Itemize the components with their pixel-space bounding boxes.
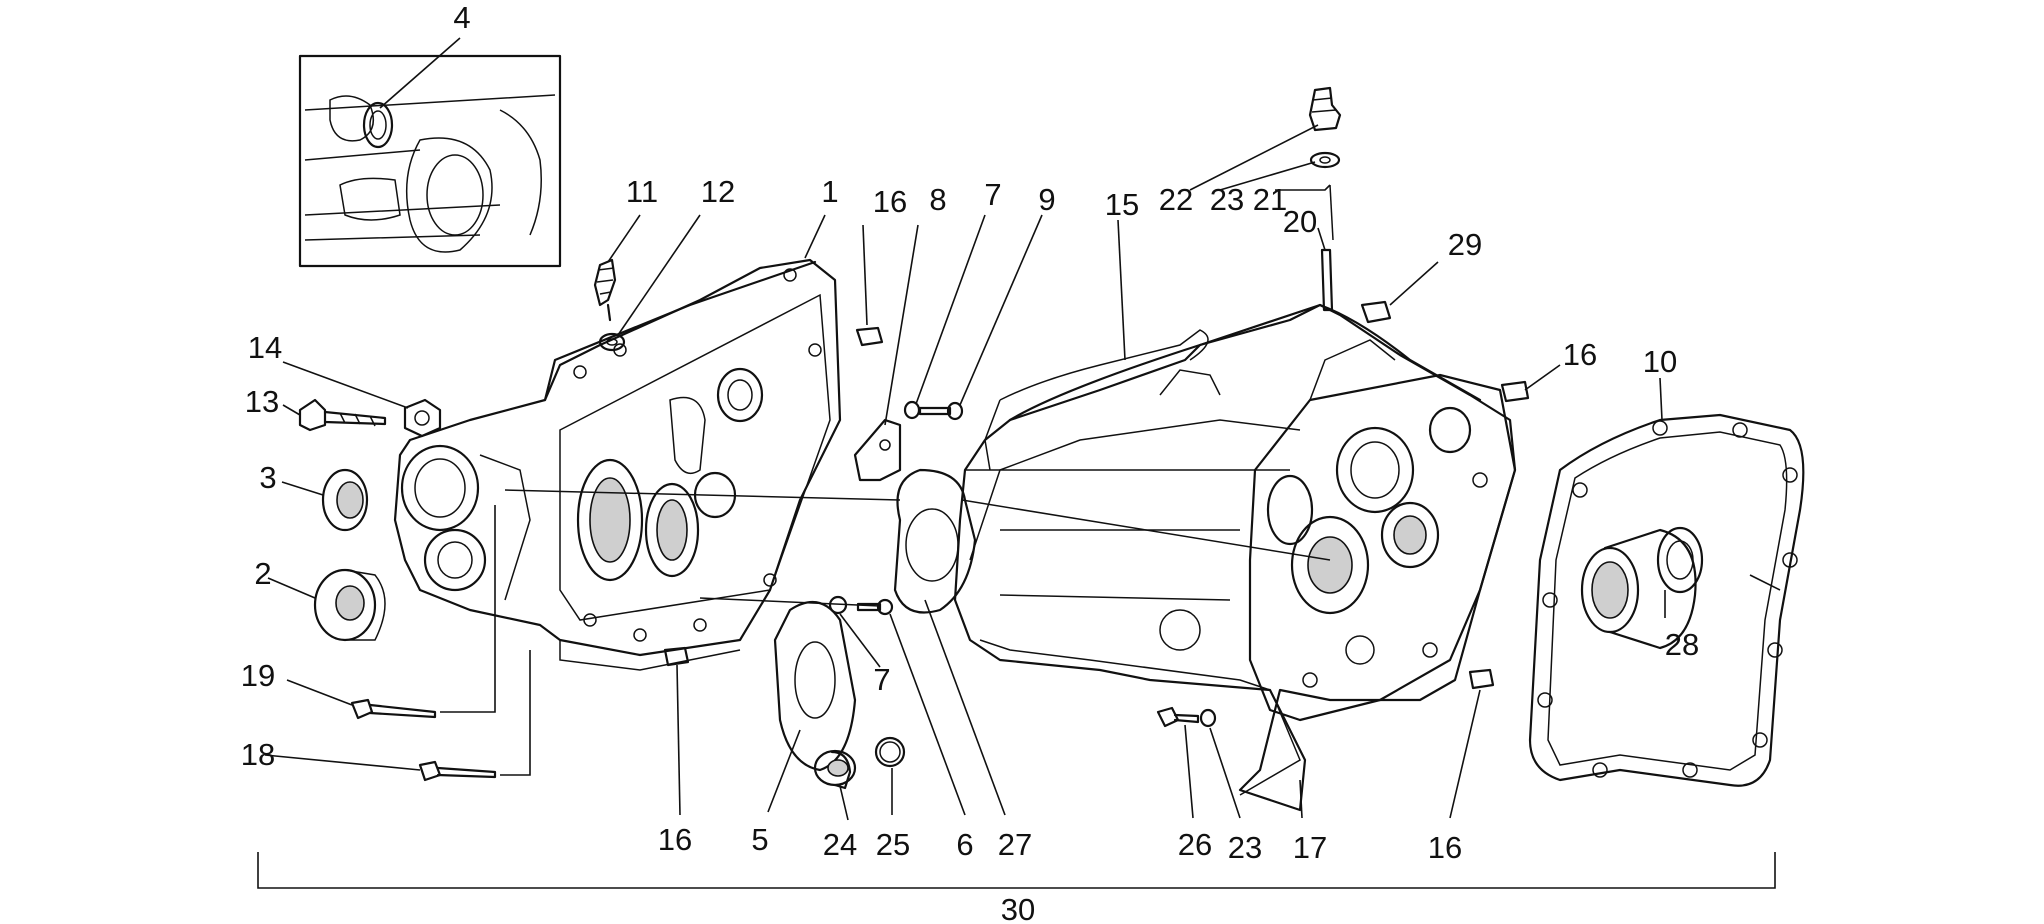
callout-labels: 4 11 12 1 16 8 7 9 15 22 23 21 20 29 16 … [241,0,1699,924]
dowel-part-16-bottom [1468,668,1495,690]
bolt-part-9 [918,401,964,421]
callout-1: 1 [821,174,838,209]
pin-part-20 [1320,248,1334,312]
washer-part-7-top [903,400,921,420]
callout-24: 24 [823,827,857,862]
bearing-part-28 [1580,526,1704,650]
callout-29: 29 [1448,227,1482,262]
dowel-part-16-right [1500,380,1530,403]
end-gasket-part-10 [1528,413,1805,787]
callout-5: 5 [751,822,768,857]
callout-6: 6 [956,827,973,862]
callout-12: 12 [701,174,735,209]
leader-lines [264,37,1781,821]
callout-10: 10 [1643,344,1677,379]
bearing-part-3 [321,468,369,532]
callout-18: 18 [241,737,275,772]
callout-16-bottom: 16 [1428,830,1462,865]
callout-30: 30 [1001,892,1035,924]
callout-13: 13 [245,384,279,419]
washer-part-23-top [1309,151,1341,169]
callout-26: 26 [1178,827,1212,862]
callout-2: 2 [254,556,271,591]
bearing-part-2 [313,568,386,642]
bolt-part-13 [298,398,387,432]
washer-part-12 [598,332,626,352]
callout-14: 14 [248,330,282,365]
inset-detail-view [298,54,562,268]
breather-part-11 [593,258,617,322]
plug-part-24 [813,749,857,790]
callout-25: 25 [876,827,910,862]
callout-3: 3 [259,460,276,495]
breather-part-22 [1308,86,1342,132]
callout-16-top: 16 [873,184,907,219]
callout-11: 11 [626,174,658,209]
callout-7-bottom: 7 [873,662,890,697]
washer-part-25 [874,736,906,768]
callout-23-top: 23 [1210,182,1244,217]
callout-8: 8 [929,182,946,217]
dowel-part-16-top [855,326,884,347]
left-casing-part-1 [393,258,842,671]
callout-19: 19 [241,658,275,693]
small-plate-part-8 [853,418,902,482]
callout-15: 15 [1105,187,1139,222]
callout-7-top: 7 [984,177,1001,212]
assembly-bracket-30 [257,852,1776,889]
callout-16-right: 16 [1563,337,1597,372]
dowel-part-16-left [663,646,690,667]
pin-part-21 [1329,184,1334,241]
center-gasket-part-27 [893,468,977,614]
callout-9: 9 [1038,182,1055,217]
cover-gasket-part-5 [773,600,857,772]
callout-21: 21 [1253,182,1287,217]
nut-part-14 [403,398,442,438]
screw-part-19 [350,698,437,720]
screw-part-18 [418,760,497,782]
bolt-part-6 [856,598,894,616]
callout-20: 20 [1283,204,1317,239]
callout-4: 4 [453,0,470,35]
callout-16-left: 16 [658,822,692,857]
callout-17: 17 [1293,830,1327,865]
callout-22: 22 [1159,182,1193,217]
callout-27: 27 [998,827,1032,862]
callout-23-bottom: 23 [1228,830,1262,865]
washer-part-23-bottom [1199,708,1217,728]
dowel-part-29 [1360,300,1392,324]
callout-28: 28 [1665,627,1699,662]
screw-part-26 [1156,706,1200,728]
right-casing-part-15 [953,303,1517,812]
